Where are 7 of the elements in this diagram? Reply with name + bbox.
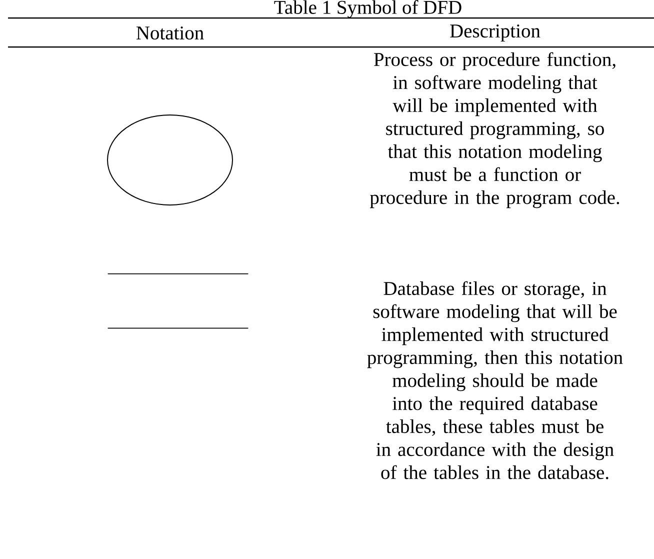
description-text: Database files or storage, in software modeling that will be implemented with structured programming, then this notation modeling should be made into the required database tables, these tables must be in accordance with the design of the tables in the database. [367,281,623,480]
header-cell: Notation [136,26,204,40]
description-text: Process or procedure function, in software modeling that will be implemented with structured programming, so that this notation modeling must be a function or procedure in the program code. [370,52,620,208]
process-ellipse [107,114,233,206]
table-title: Table 1 Symbol of DFD [274,0,462,18]
header-cell: Description [450,24,540,42]
data-store-symbol [107,273,249,329]
